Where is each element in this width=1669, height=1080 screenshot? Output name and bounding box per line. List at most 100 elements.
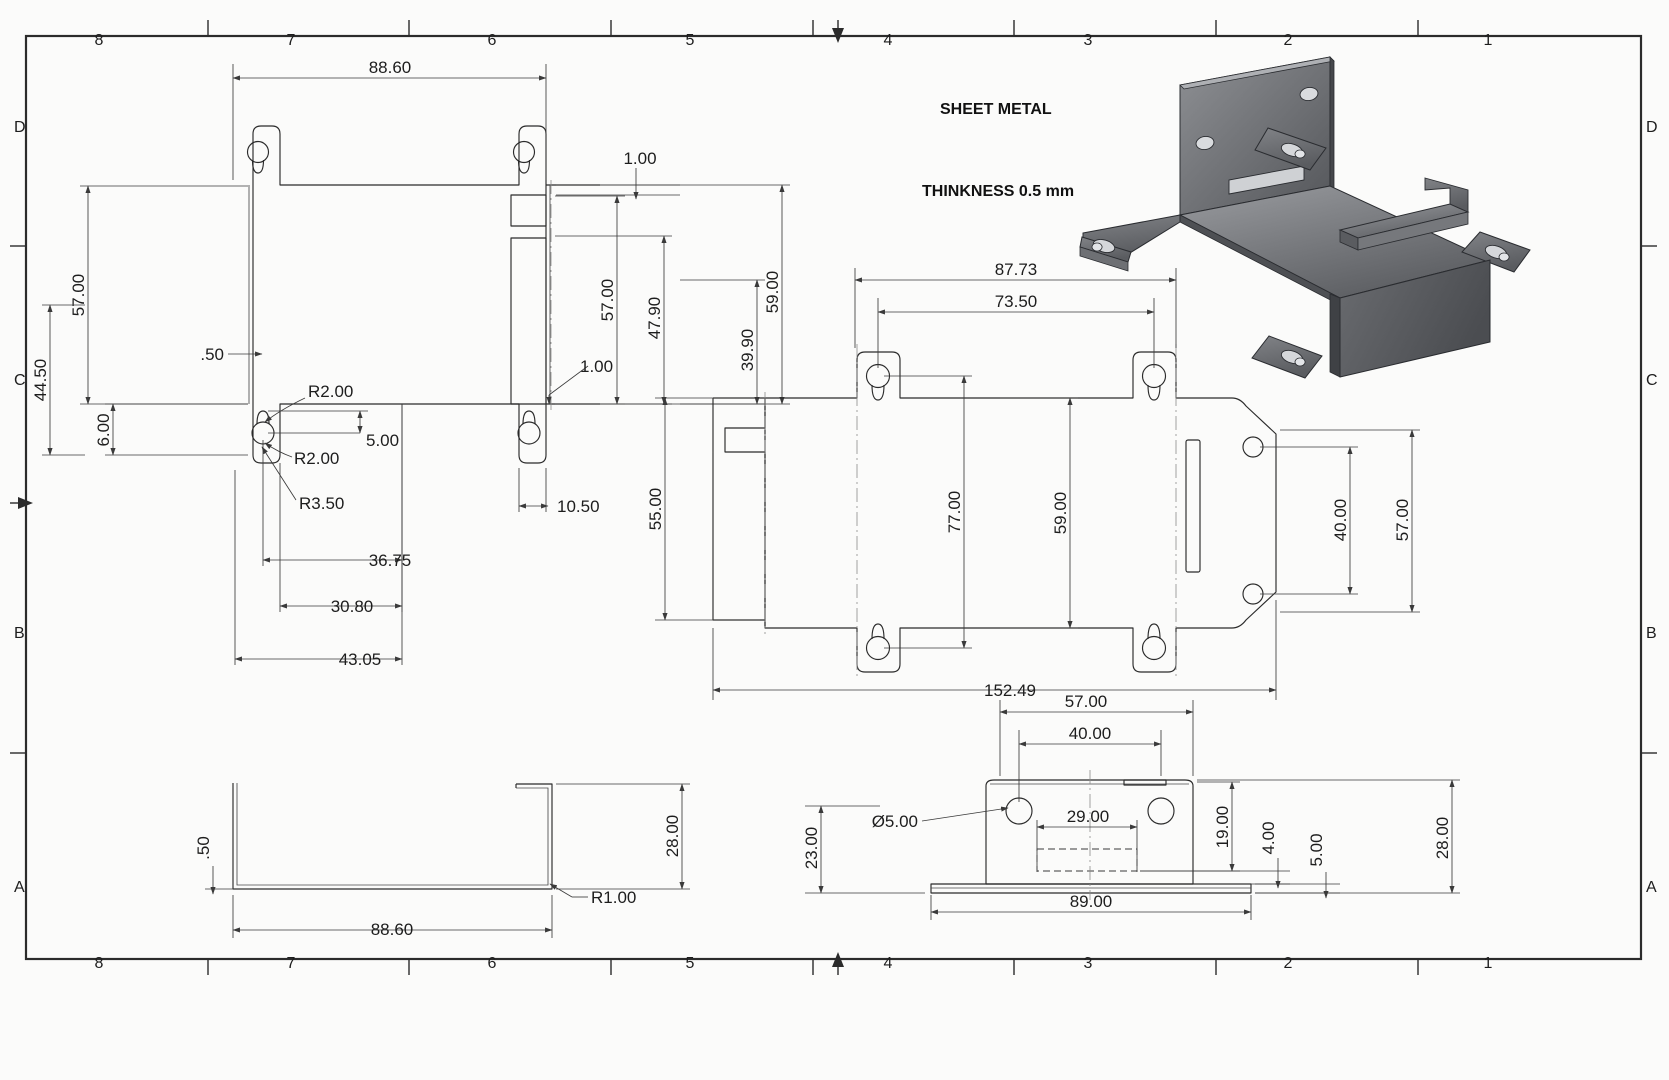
- dim-label-tl-0_50: .50: [200, 345, 224, 364]
- dim-label-tl-57_00-mid: 57.00: [598, 279, 617, 322]
- dim-br-40_00: 40.00: [1018, 724, 1162, 802]
- dim-label-br-28_00: 28.00: [1433, 817, 1452, 860]
- dim-label-br-19_00: 19.00: [1213, 806, 1232, 849]
- dim-label-tl-10_50: 10.50: [557, 497, 600, 516]
- dim-label-tl-1_00-top: 1.00: [623, 149, 656, 168]
- dim-label-tl-43_05: 43.05: [339, 650, 382, 669]
- note-sheet-metal: SHEET METAL: [940, 101, 1052, 118]
- dim-tl-R2_00-lower: R2.00: [264, 442, 339, 468]
- zone-bottom-7: 7: [287, 955, 296, 972]
- dim-tl-0_50: .50: [200, 345, 263, 364]
- dim-label-bl-R1_00: R1.00: [591, 888, 636, 907]
- zone-bottom-4: 4: [884, 955, 893, 972]
- dim-label-br-23_00: 23.00: [802, 827, 821, 870]
- dim-label-cf-55_00: 55.00: [646, 488, 665, 531]
- dim-label-tl-44_50: 44.50: [31, 359, 50, 402]
- note-thickness: THINKNESS 0.5 mm: [922, 183, 1074, 200]
- dim-tl-43_05: 43.05: [234, 404, 403, 669]
- dim-br-23_00: 23.00: [802, 805, 925, 894]
- center-marker-left-icon: [10, 497, 33, 509]
- dim-tl-5_00: 5.00: [268, 410, 399, 450]
- zone-ruler-right: D C B A: [1641, 119, 1658, 896]
- zone-top-2: 2: [1284, 32, 1293, 49]
- zone-right-D: D: [1646, 119, 1658, 136]
- dim-bl-0_50: .50: [194, 836, 250, 895]
- dim-cf-73_50: 73.50: [877, 292, 1155, 368]
- dim-label-tl-36_75: 36.75: [369, 551, 412, 570]
- center-keyhole-bottom-right: [1141, 623, 1167, 661]
- zone-top-5: 5: [686, 32, 695, 49]
- dim-br-28_00: 28.00: [1197, 779, 1460, 894]
- zone-bottom-6: 6: [488, 955, 497, 972]
- zone-ruler-bottom: 8 7 6 5 4 3 2 1: [95, 952, 1493, 975]
- dim-label-br-dia-5_00: Ø5.00: [872, 812, 918, 831]
- dim-tl-1_00-mid: 1.00: [546, 357, 613, 405]
- center-marker-top-icon: [832, 20, 844, 43]
- dim-bl-R1_00: R1.00: [549, 883, 636, 907]
- dim-label-br-4_00: 4.00: [1259, 821, 1278, 854]
- dim-label-cf-40_00: 40.00: [1331, 499, 1350, 542]
- dim-label-tl-5_00: 5.00: [366, 431, 399, 450]
- zone-ruler-left: D C B A: [10, 119, 33, 896]
- br-top-slot: [1123, 779, 1167, 786]
- dim-cf-152_49: 152.49: [712, 600, 1277, 700]
- zone-top-8: 8: [95, 32, 104, 49]
- drawing-frame: [24, 34, 1643, 961]
- zone-bottom-8: 8: [95, 955, 104, 972]
- dim-bl-28_00: 28.00: [556, 783, 690, 890]
- dim-label-br-89_00: 89.00: [1070, 892, 1113, 911]
- dim-label-bl-28_00: 28.00: [663, 815, 682, 858]
- br-hole-right: [1147, 797, 1175, 825]
- dim-label-cf-73_50: 73.50: [995, 292, 1038, 311]
- zone-bottom-5: 5: [686, 955, 695, 972]
- dim-label-br-5_00: 5.00: [1307, 833, 1326, 866]
- dim-label-tl-R3_50: R3.50: [299, 494, 344, 513]
- dim-label-cf-87_73: 87.73: [995, 260, 1038, 279]
- zone-top-1: 1: [1484, 32, 1493, 49]
- keyhole-slot-top-right: [512, 140, 536, 174]
- zone-left-D: D: [14, 119, 26, 136]
- view-center-flat-pattern: 87.73 73.50 55.00 77.00 59.0: [646, 260, 1420, 700]
- dim-br-57_00: 57.00: [999, 692, 1194, 776]
- view-bottom-left-section: .50 28.00 R1.00 88.60: [194, 783, 690, 939]
- dim-tl-39_90: 39.90: [680, 279, 765, 405]
- zone-bottom-1: 1: [1484, 955, 1493, 972]
- zone-top-6: 6: [488, 32, 497, 49]
- dim-label-tl-59_00: 59.00: [763, 271, 782, 314]
- dim-cf-77_00: 77.00: [884, 375, 972, 649]
- zone-bottom-3: 3: [1084, 955, 1093, 972]
- dim-br-89_00: 89.00: [930, 892, 1252, 920]
- dim-cf-87_73: 87.73: [854, 260, 1177, 348]
- center-marker-bottom-icon: [832, 952, 844, 975]
- dim-label-tl-39_90: 39.90: [738, 329, 757, 372]
- center-rect-slot: [1185, 439, 1201, 573]
- dim-label-tl-R2_00-upper: R2.00: [308, 382, 353, 401]
- keyhole-slot-top-left: [246, 140, 270, 174]
- zone-left-C: C: [14, 372, 26, 389]
- dim-tl-R3_50: R3.50: [261, 446, 344, 513]
- keyhole-slot-bottom-right: [517, 410, 541, 445]
- zone-left-A: A: [14, 879, 25, 896]
- zone-right-C: C: [1646, 372, 1658, 389]
- dim-bl-88_60: 88.60: [232, 895, 553, 939]
- dim-tl-6_00: 6.00: [94, 403, 248, 456]
- dim-br-29_00: 29.00: [1036, 807, 1138, 872]
- zone-top-3: 3: [1084, 32, 1093, 49]
- dim-cf-55_00: 55.00: [646, 397, 760, 621]
- dim-cf-59_00: 59.00: [1000, 397, 1078, 629]
- dim-label-br-40_00: 40.00: [1069, 724, 1112, 743]
- zone-right-A: A: [1646, 879, 1657, 896]
- zone-ruler-top: 8 7 6 5 4 3 2 1: [95, 20, 1493, 49]
- dim-label-tl-30_80: 30.80: [331, 597, 374, 616]
- dim-cf-57_00: 57.00: [1280, 429, 1420, 613]
- zone-left-B: B: [14, 625, 25, 642]
- dim-label-tl-6_00: 6.00: [94, 413, 113, 446]
- view-isometric-3d: [1079, 56, 1531, 379]
- dim-label-bl-88_60: 88.60: [371, 920, 414, 939]
- dim-tl-R2_00-upper: R2.00: [264, 382, 353, 423]
- dim-label-tl-47_90: 47.90: [645, 297, 664, 340]
- zone-bottom-2: 2: [1284, 955, 1293, 972]
- dim-label-br-57_00: 57.00: [1065, 692, 1108, 711]
